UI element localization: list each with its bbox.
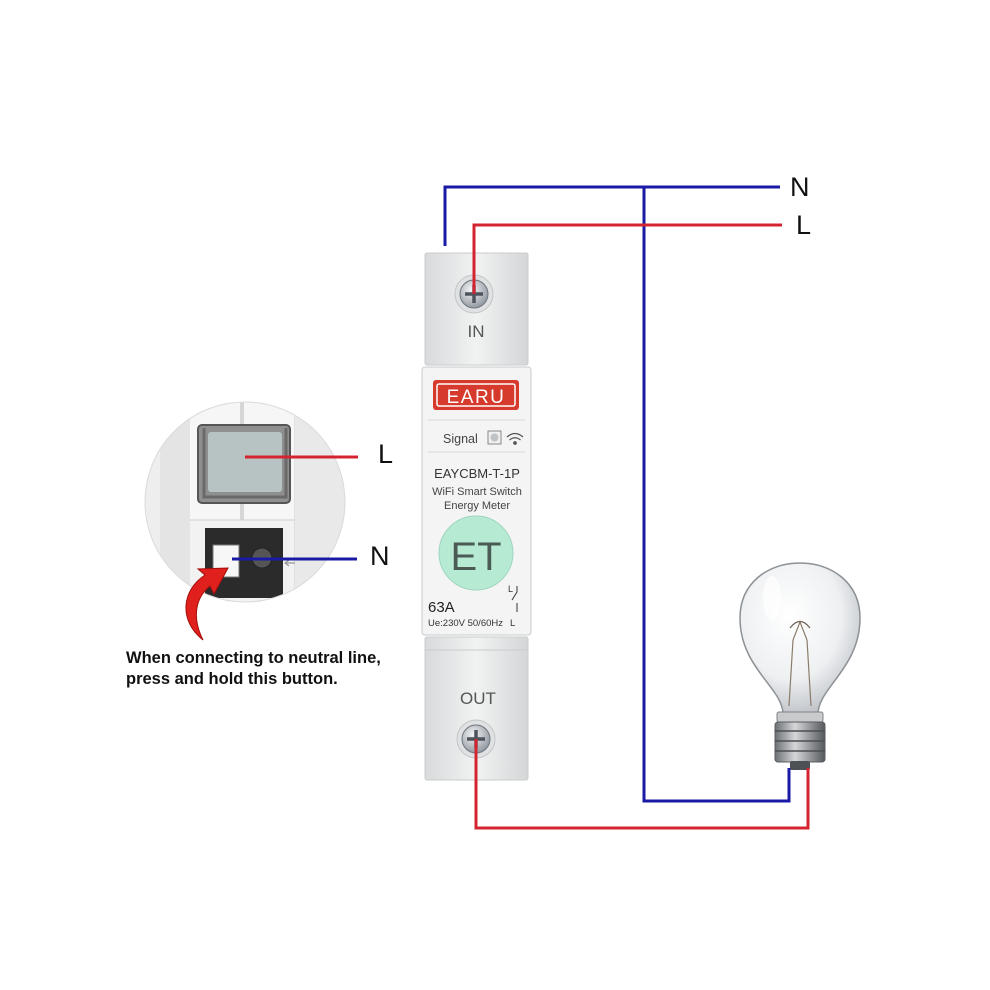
terminal-inset: N [144,401,346,603]
neutral-wires [443,185,791,803]
in-label: IN [468,322,485,341]
live-wire-in [472,223,782,294]
brand-logo: EARU [447,387,506,408]
brand-badge [433,380,519,410]
signal-label: Signal [443,432,478,446]
power-button[interactable]: ET [438,515,514,591]
smart-switch-device: IN EARU Signal EAYCBM-T-1P WiFi Smart Sw… [421,252,532,781]
light-bulb-icon [739,562,861,770]
button-logo: ET [450,535,501,579]
live-wires [472,223,810,830]
spec-suffix: L [510,618,515,629]
wifi-icon [506,432,524,445]
curved-arrow-icon [185,567,229,641]
wire-label-n: N [790,172,810,202]
desc-line2: Energy Meter [444,500,510,512]
inset-label-l: L [378,439,393,469]
out-label: OUT [460,689,496,708]
note-line1: When connecting to neutral line, [126,649,381,667]
switch-symbol [511,586,518,612]
neutral-wire-in [443,185,780,246]
switch-symbol-label: L [508,584,513,594]
inset-label-n: N [370,541,390,571]
neutral-wire-lamp [642,187,791,803]
desc-line1: WiFi Smart Switch [432,486,522,498]
note-line2: press and hold this button. [126,670,338,688]
live-wire-out [474,739,810,830]
wire-label-l: L [796,210,811,240]
neutral-instruction-note: When connecting to neutral line, press a… [126,648,426,690]
model-label: EAYCBM-T-1P [434,466,520,481]
rating-label: 63A [428,599,455,616]
spec-label: Ue:230V 50/60Hz [428,618,503,629]
